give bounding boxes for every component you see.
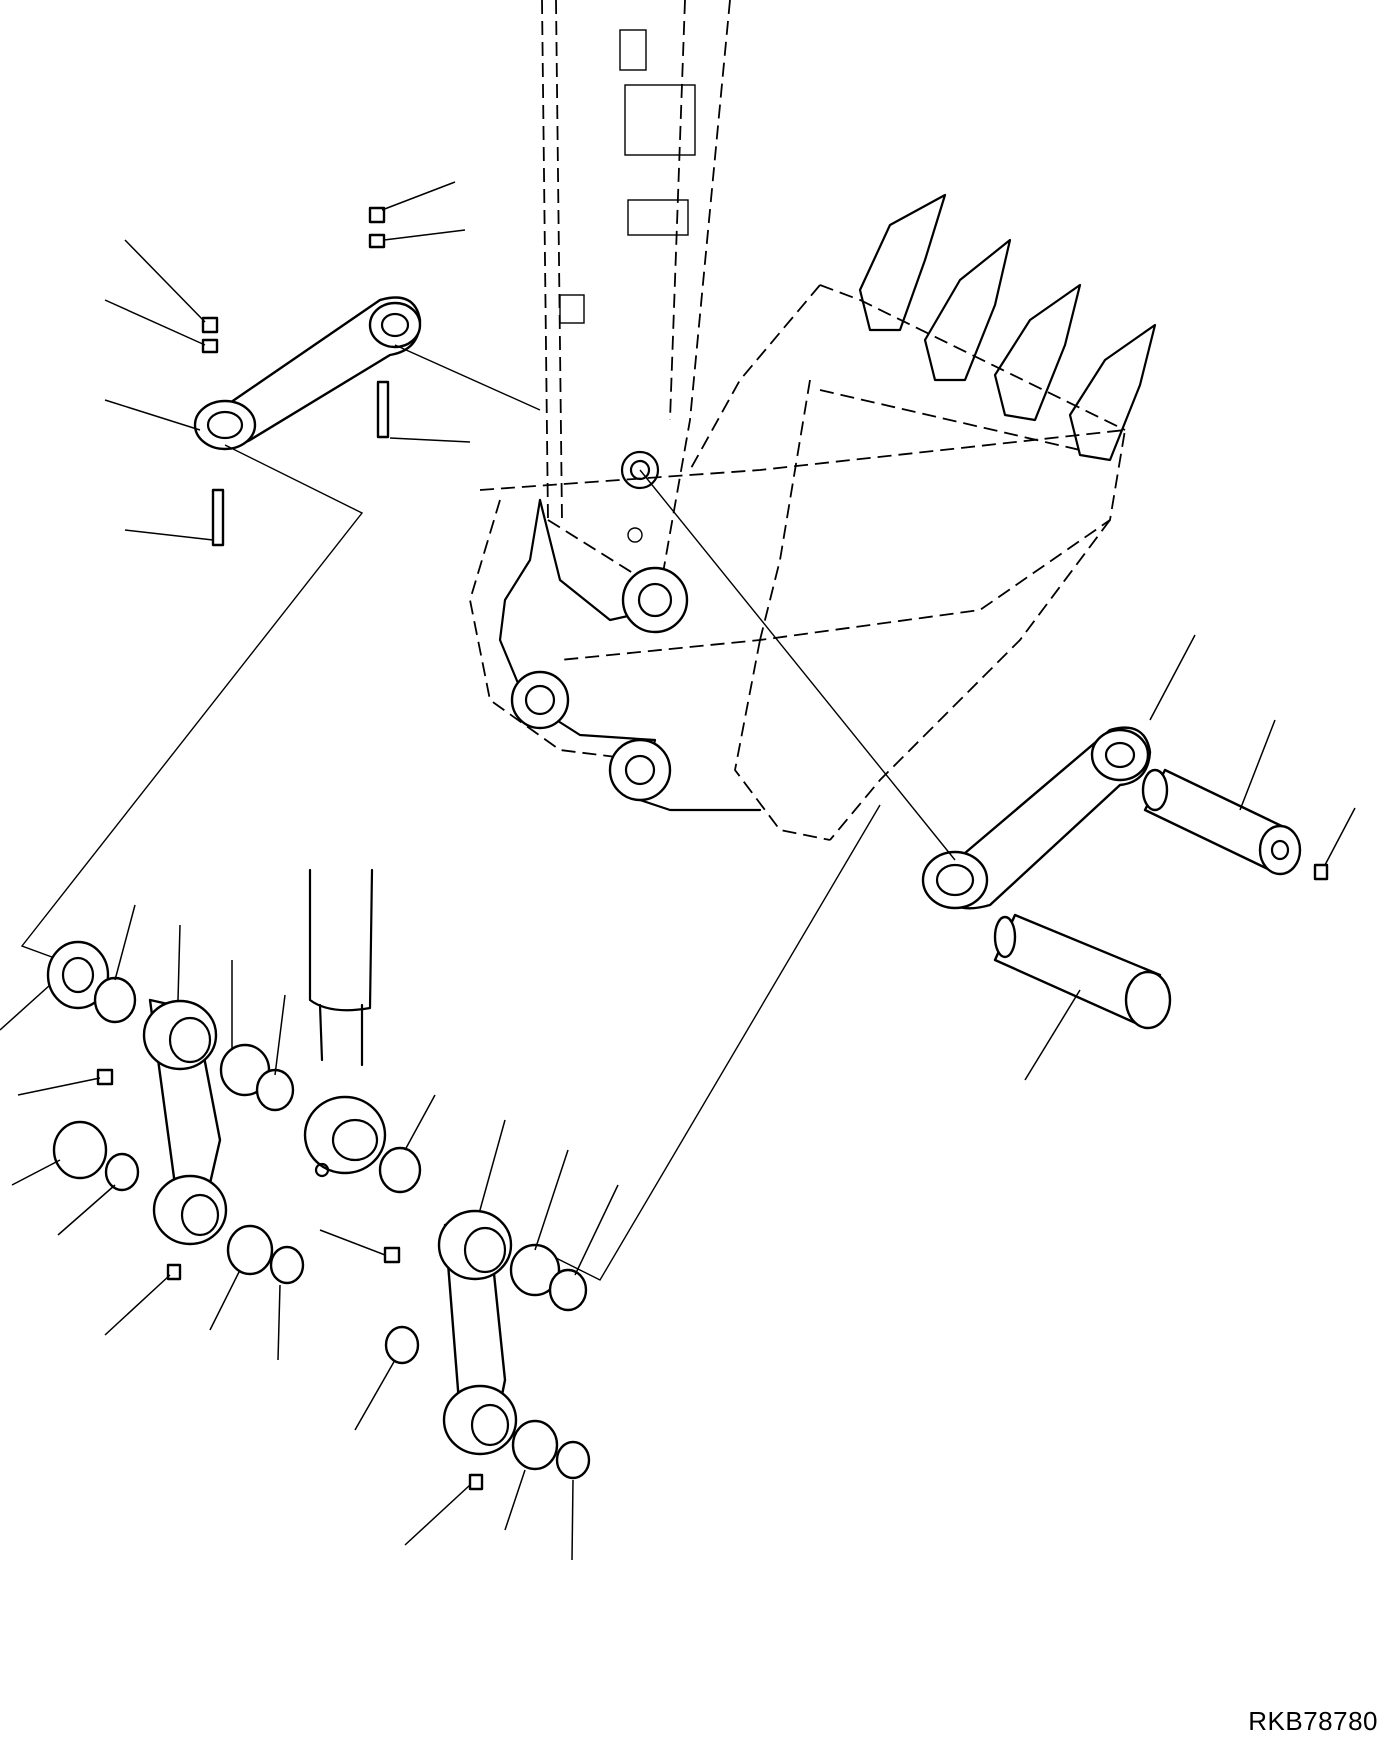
lower-link-left-upper-eye	[142, 999, 218, 1071]
nut-right-1	[368, 206, 386, 224]
bucket-phantom	[469, 193, 1157, 841]
bolt-left	[211, 488, 225, 547]
bracket-lower-boss-2	[608, 738, 672, 802]
lower-link-right	[319, 1094, 619, 1561]
grease-fitting-3	[383, 1246, 401, 1264]
bracket-link-boss	[621, 566, 689, 634]
arm-bracket-1	[619, 29, 647, 71]
right-link-eye-left	[921, 850, 989, 910]
shim-1	[46, 940, 110, 1010]
upper-link-eye-left	[193, 399, 257, 451]
rod-end-eye	[303, 1095, 387, 1175]
bushing-2	[226, 1224, 274, 1276]
bucket-teeth	[858, 193, 1157, 462]
seal-ring-6	[548, 1268, 588, 1312]
bucket-bracket	[498, 498, 762, 812]
figure-id-label: RKB78780	[1248, 1706, 1378, 1736]
arm-grease-port	[627, 527, 643, 543]
seal-ring-2	[255, 1068, 295, 1112]
right-link-eye-right	[1090, 728, 1150, 782]
rod-grease-fitting	[314, 1162, 330, 1178]
upper-link-assembly	[20, 181, 541, 961]
right-link-assembly	[549, 469, 1356, 1281]
arm-tab	[559, 294, 585, 324]
seal-ring-1	[93, 976, 137, 1024]
seal-ring-3	[104, 1152, 140, 1192]
grease-fitting-4	[468, 1473, 484, 1491]
shim-2	[52, 1120, 108, 1180]
grease-fitting-1	[96, 1068, 114, 1086]
nut-left-1	[201, 316, 219, 334]
seal-ring-4	[269, 1245, 305, 1285]
lower-link-left	[0, 904, 305, 1361]
pin-lock-bolt	[1313, 863, 1329, 881]
bushing-3	[509, 1243, 561, 1297]
lower-link-right-lower-eye	[442, 1384, 518, 1456]
arm-phantom	[541, 0, 731, 592]
bracket-lower-boss-1	[510, 670, 570, 730]
arm-block	[624, 84, 696, 156]
arm-plate	[627, 199, 689, 236]
bolt-right	[376, 380, 390, 439]
upper-link-eye-right	[368, 301, 422, 349]
nut-left-2	[201, 338, 219, 354]
lower-link-left-lower-eye	[152, 1174, 228, 1246]
grease-fitting-2	[166, 1263, 182, 1281]
bushing-4	[511, 1419, 559, 1471]
arm-pin-boss	[620, 450, 660, 490]
cylinder-rod	[303, 868, 387, 1178]
seal-ring-7	[384, 1325, 420, 1365]
lower-link-right-upper-eye	[437, 1209, 513, 1281]
seal-ring-5	[378, 1146, 422, 1194]
seal-ring-8	[555, 1440, 591, 1480]
nut-right-2	[368, 233, 386, 249]
